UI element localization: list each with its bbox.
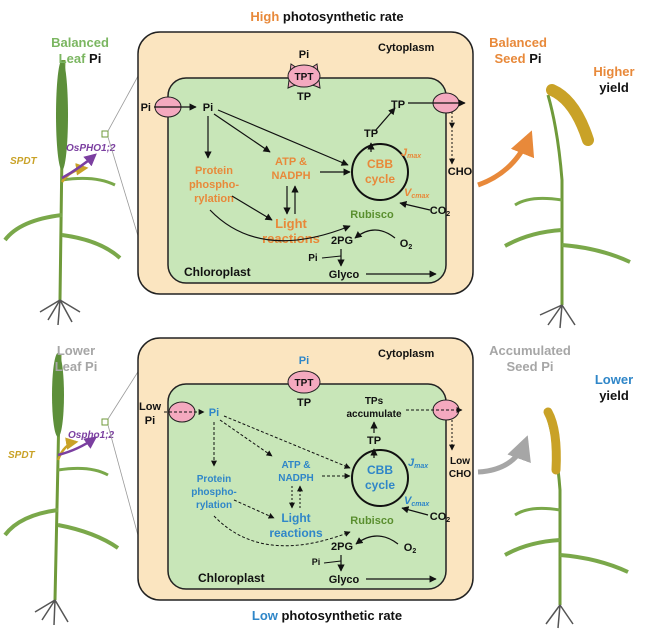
- bottom-right-label-1: Accumulated: [489, 343, 571, 358]
- bottom-cbb-circle: [351, 449, 409, 507]
- top-2pg: 2PG: [331, 235, 353, 247]
- bottom-panel: Lower Leaf Pi SPDT Ospho1;2 Cytoplasm Ch…: [3, 337, 633, 629]
- bottom-left-plant: [3, 353, 120, 626]
- top-cytoplasm-label: Cytoplasm: [378, 42, 434, 54]
- top-glyco: Glyco: [329, 269, 360, 281]
- top-pi-small: Pi: [308, 253, 318, 264]
- top-cho: CHO: [448, 166, 473, 178]
- bottom-outcome-arrow: [477, 435, 531, 475]
- bottom-yield-2: yield: [599, 388, 629, 403]
- bottom-chloroplast-label: Chloroplast: [198, 571, 265, 585]
- bottom-left-label-2: Leaf Pi: [55, 359, 98, 374]
- bottom-cbb-1: CBB: [367, 463, 393, 477]
- bottom-tp-inner: TP: [367, 435, 381, 447]
- bottom-pi-small: Pi: [312, 557, 321, 567]
- top-tpt-tp: TP: [297, 91, 311, 103]
- top-protein-2: phospho-: [189, 179, 239, 191]
- top-gene-sptd: SPDT: [10, 156, 38, 167]
- bottom-cbb-2: cycle: [365, 478, 395, 492]
- top-right-plant: [504, 84, 631, 329]
- bottom-cytoplasm-label: Cytoplasm: [378, 348, 434, 360]
- top-protein-1: Protein: [195, 165, 233, 177]
- bottom-right-plant: [504, 407, 629, 629]
- top-pi-outside: Pi: [141, 102, 151, 114]
- top-tp-inner: TP: [364, 128, 378, 140]
- bottom-2pg: 2PG: [331, 541, 353, 553]
- top-vcmax: Vcmax: [404, 187, 430, 200]
- bottom-yield-1: Lower: [595, 372, 633, 387]
- top-left-plant: [3, 59, 122, 326]
- bottom-low-cho-1: Low: [450, 456, 470, 467]
- bottom-rubisco: Rubisco: [350, 515, 394, 527]
- bottom-protein-3: rylation: [196, 500, 232, 511]
- top-cbb-2: cycle: [365, 172, 395, 186]
- top-yield-1: Higher: [593, 64, 634, 79]
- bottom-left-label-1: Lower: [57, 343, 95, 358]
- bottom-vcmax: Vcmax: [404, 495, 430, 508]
- bottom-co2: CO2: [430, 511, 451, 524]
- top-tpt-label: TPT: [295, 72, 314, 83]
- bottom-low-pi-2: Pi: [145, 415, 155, 427]
- top-tpt-pi: Pi: [299, 49, 309, 61]
- bottom-right-label-2: Seed Pi: [507, 359, 554, 374]
- bottom-low-pi-1: Low: [139, 401, 161, 413]
- top-left-label-1: Balanced: [51, 35, 109, 50]
- top-right-label-1: Balanced: [489, 35, 547, 50]
- bottom-protein-1: Protein: [197, 474, 231, 485]
- bottom-light-1: Light: [281, 511, 310, 525]
- top-outcome-arrow: [477, 130, 535, 188]
- bottom-gene-sptd: SPDT: [8, 450, 36, 461]
- top-title-rest: photosynthetic rate: [279, 9, 403, 24]
- bottom-glyco: Glyco: [329, 574, 360, 586]
- top-cbb-1: CBB: [367, 157, 393, 171]
- bottom-pi-inside: Pi: [209, 407, 219, 419]
- top-atp-1: ATP &: [275, 156, 307, 168]
- bottom-protein-2: phospho-: [191, 487, 237, 498]
- top-light-1: Light: [275, 216, 307, 231]
- bottom-light-2: reactions: [269, 526, 323, 540]
- bottom-title: Low photosynthetic rate: [252, 608, 402, 623]
- bottom-jmax: Jmax: [408, 457, 429, 470]
- bottom-low-cho-2: CHO: [449, 469, 471, 480]
- top-atp-2: NADPH: [271, 170, 310, 182]
- bottom-atp-1: ATP &: [281, 460, 310, 471]
- top-chloroplast-label: Chloroplast: [184, 265, 251, 279]
- top-title-strong: High: [250, 9, 279, 24]
- bottom-tpt-tp: TP: [297, 397, 311, 409]
- top-tpt-transporter: [287, 63, 321, 89]
- top-jmax: Jmax: [401, 147, 422, 160]
- top-pi-inside: Pi: [203, 102, 213, 114]
- bottom-tps-2: accumulate: [346, 409, 401, 420]
- top-cbb-circle: [351, 143, 409, 201]
- bottom-tpt-transporter: [287, 370, 321, 394]
- bottom-tps-1: TPs: [365, 396, 384, 407]
- top-co2: CO2: [430, 205, 451, 218]
- top-light-2: reactions: [262, 231, 320, 246]
- top-yield-2: yield: [599, 80, 629, 95]
- top-tp-right: TP: [391, 99, 405, 111]
- top-rubisco: Rubisco: [350, 209, 394, 221]
- top-gene-pho: OsPHO1;2: [66, 143, 116, 154]
- bottom-atp-2: NADPH: [278, 473, 314, 484]
- top-right-label-2: Seed Pi: [495, 51, 542, 66]
- bottom-tpt-pi: Pi: [299, 355, 309, 367]
- top-protein-3: rylation: [194, 193, 234, 205]
- bottom-tpt-label: TPT: [295, 378, 314, 389]
- top-o2: O2: [400, 238, 413, 251]
- bottom-o2: O2: [404, 542, 417, 555]
- top-title: High photosynthetic rate: [250, 9, 403, 24]
- top-left-label-2: Leaf Pi: [59, 51, 102, 66]
- top-panel: High photosynthetic rate Balanced Leaf P…: [3, 9, 635, 329]
- bottom-gene-pho: Ospho1;2: [68, 430, 115, 441]
